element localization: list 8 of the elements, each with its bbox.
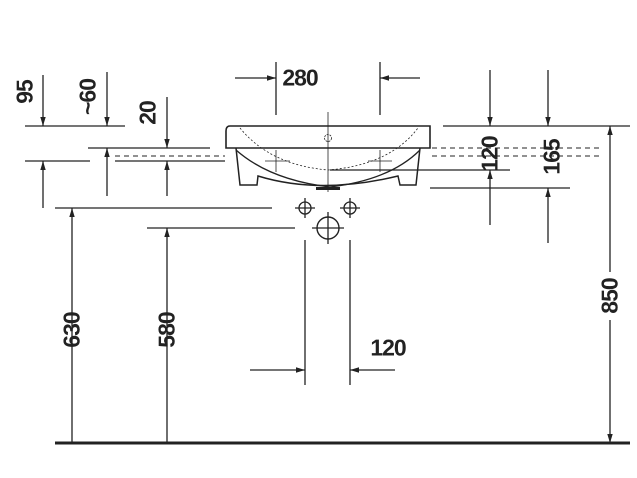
dimension-value: 120	[478, 136, 502, 172]
dimension-value: ~60	[76, 79, 100, 115]
dimension-value: 95	[14, 80, 36, 104]
dimension-value: 120	[370, 336, 406, 360]
dimension-value: 850	[598, 278, 622, 314]
dimension-value: 165	[540, 139, 564, 175]
dimension-value: 280	[282, 66, 318, 90]
dimension-value: 20	[136, 101, 160, 125]
